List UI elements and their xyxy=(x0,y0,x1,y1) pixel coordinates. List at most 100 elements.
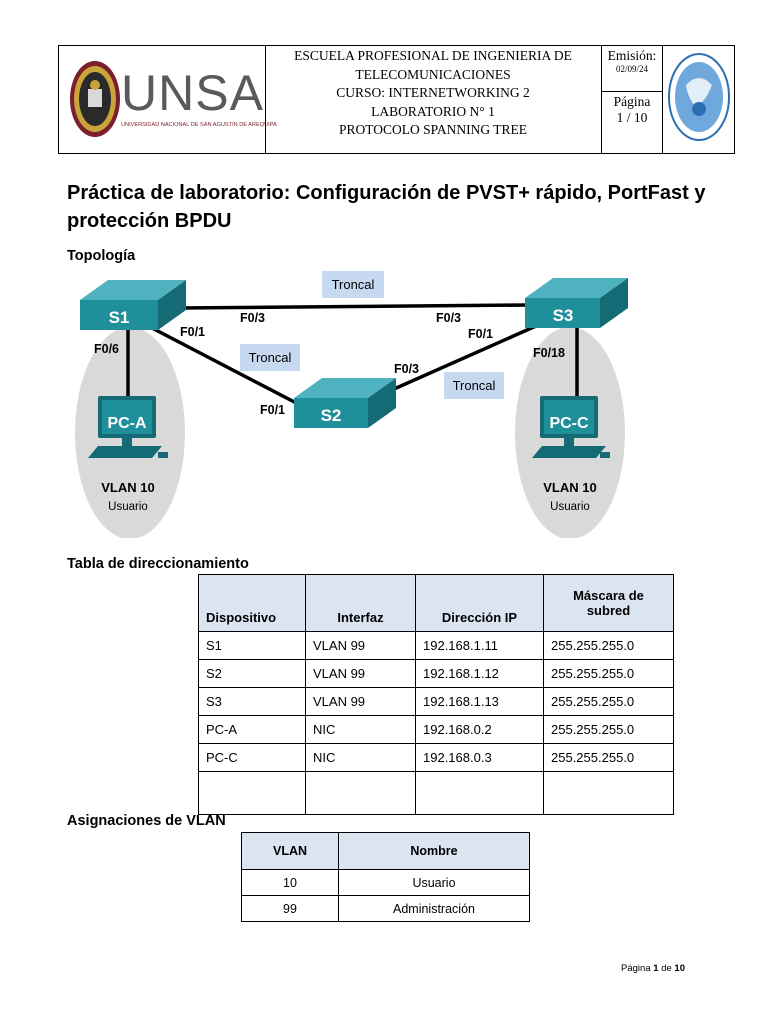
logo-subtitle: UNIVERSIDAD NACIONAL DE SAN AGUSTÍN DE A… xyxy=(121,122,277,128)
table-cell: VLAN 99 xyxy=(305,687,416,716)
port-label: F0/3 xyxy=(436,311,461,325)
port-label: F0/3 xyxy=(240,311,265,325)
footer-prefix: Página xyxy=(621,963,651,974)
table-cell: NIC xyxy=(305,715,416,744)
switch-label-s1: S1 xyxy=(109,308,130,327)
table-cell: 192.168.1.13 xyxy=(415,687,544,716)
col-header: Nombre xyxy=(338,832,530,870)
header-line: TELECOMUNICACIONES xyxy=(355,66,511,82)
link-s1-s3 xyxy=(177,303,531,310)
trunk-label-top: Troncal xyxy=(332,277,375,292)
section-addressing-heading: Tabla de direccionamiento xyxy=(67,556,249,572)
unsa-shield-icon xyxy=(70,61,120,137)
page-box: Página 1 / 10 xyxy=(602,92,662,152)
emission-box: Emisión: 02/09/24 xyxy=(602,46,662,92)
header-meta: Emisión: 02/09/24 Página 1 / 10 xyxy=(602,46,663,153)
port-label: F0/1 xyxy=(260,403,285,417)
table-row: 10 Usuario xyxy=(241,869,530,896)
page-title: Práctica de laboratorio: Configuración d… xyxy=(67,182,706,232)
switch-label-s3: S3 xyxy=(553,306,574,325)
table-cell: Usuario xyxy=(338,869,530,896)
table-row: 99 Administración xyxy=(241,895,530,922)
table-cell: S1 xyxy=(198,631,306,660)
link-s1-s2 xyxy=(151,326,303,408)
table-cell: S3 xyxy=(198,687,306,716)
logo-text: UNSA xyxy=(121,65,264,121)
port-label: F0/3 xyxy=(394,362,419,376)
trunk-box-right xyxy=(444,372,504,399)
table-cell: 10 xyxy=(241,869,339,896)
pc-a-computer: PC-A xyxy=(88,396,168,458)
table-cell: Administración xyxy=(338,895,530,922)
trunk-label-right: Troncal xyxy=(453,378,496,393)
table-cell: VLAN 99 xyxy=(305,631,416,660)
header-title: ESCUELA PROFESIONAL DE INGENIERIA DE TEL… xyxy=(265,46,602,153)
switch-label-s2: S2 xyxy=(321,406,342,425)
table-cell: 255.255.255.0 xyxy=(543,743,674,772)
switch-s1: S1 xyxy=(80,280,186,330)
table-cell: 255.255.255.0 xyxy=(543,715,674,744)
footer-total: 10 xyxy=(674,963,685,974)
table-row-empty xyxy=(198,771,674,815)
table-header-row: VLAN Nombre xyxy=(241,832,530,870)
trunk-box-left xyxy=(240,344,300,371)
table-cell: 192.168.0.3 xyxy=(415,743,544,772)
header-line: PROTOCOLO SPANNING TREE xyxy=(338,122,528,137)
port-label: F0/6 xyxy=(94,342,119,356)
footer-of: de xyxy=(661,963,672,974)
seal-cell xyxy=(663,46,735,153)
table-row: PC-A NIC 192.168.0.2 255.255.255.0 xyxy=(198,715,674,744)
section-topology-heading: Topología xyxy=(67,248,136,264)
table-cell: 192.168.1.12 xyxy=(415,659,544,688)
table-cell: PC-C xyxy=(198,743,306,772)
table-cell: 255.255.255.0 xyxy=(543,631,674,660)
link-s3-s2 xyxy=(384,324,537,395)
table-cell: 255.255.255.0 xyxy=(543,659,674,688)
document-header: UNSA UNIVERSIDAD NACIONAL DE SAN AGUSTÍN… xyxy=(58,45,735,154)
logo-cell: UNSA UNIVERSIDAD NACIONAL DE SAN AGUSTÍN… xyxy=(59,46,277,153)
table-cell: 192.168.0.2 xyxy=(415,715,544,744)
table-row: S1 VLAN 99 192.168.1.11 255.255.255.0 xyxy=(198,631,674,660)
port-label: F0/18 xyxy=(533,346,565,360)
col-header: Dirección IP xyxy=(415,574,544,632)
footer-page: 1 xyxy=(653,963,659,974)
col-header: Dispositivo xyxy=(198,574,306,632)
header-line: CURSO: INTERNETWORKING 2 xyxy=(336,85,530,100)
vlan-user-c: Usuario xyxy=(550,501,590,513)
vlan-table: VLAN Nombre 10 Usuario 99 Administración xyxy=(241,832,530,922)
page-value: 1 / 10 xyxy=(616,110,648,125)
port-label: F0/1 xyxy=(180,325,205,339)
pc-c-computer: PC-C xyxy=(532,396,610,458)
emission-date: 02/09/24 xyxy=(615,64,648,74)
col-header: Máscara de subred xyxy=(543,574,674,632)
faculty-seal-icon xyxy=(668,53,730,141)
header-line: LABORATORIO N° 1 xyxy=(371,103,495,119)
table-cell: VLAN 99 xyxy=(305,659,416,688)
vlan-label-a: VLAN 10 xyxy=(101,480,154,495)
table-cell: 255.255.255.0 xyxy=(543,687,674,716)
table-row: S2 VLAN 99 192.168.1.12 255.255.255.0 xyxy=(198,659,674,688)
page-label: Página xyxy=(613,94,651,109)
col-header: Interfaz xyxy=(305,574,416,632)
page-footer: Página 1 de 10 xyxy=(621,963,685,974)
table-row: PC-C NIC 192.168.0.3 255.255.255.0 xyxy=(198,743,674,772)
table-row: S3 VLAN 99 192.168.1.13 255.255.255.0 xyxy=(198,687,674,716)
trunk-label-left: Troncal xyxy=(249,350,292,365)
emission-label: Emisión: xyxy=(607,48,657,63)
pc-label-c: PC-C xyxy=(549,415,589,432)
table-cell: NIC xyxy=(305,743,416,772)
vlan-label-c: VLAN 10 xyxy=(543,480,596,495)
table-cell: 99 xyxy=(241,895,339,922)
vlan-user-a: Usuario xyxy=(108,501,148,513)
table-header-row: Dispositivo Interfaz Dirección IP Máscar… xyxy=(198,574,674,632)
switch-s3: S3 xyxy=(525,278,628,328)
switch-s2: S2 xyxy=(294,378,396,428)
col-header: VLAN xyxy=(241,832,339,870)
section-vlan-heading: Asignaciones de VLAN xyxy=(67,813,226,829)
addressing-table: Dispositivo Interfaz Dirección IP Máscar… xyxy=(198,574,674,815)
table-cell: S2 xyxy=(198,659,306,688)
header-line: ESCUELA PROFESIONAL DE INGENIERIA DE xyxy=(294,48,572,63)
trunk-box-top xyxy=(322,271,384,298)
topology-diagram: Troncal Troncal Troncal S1 S3 S2 F0/3 F0… xyxy=(70,268,630,538)
pc-label-a: PC-A xyxy=(107,415,147,432)
